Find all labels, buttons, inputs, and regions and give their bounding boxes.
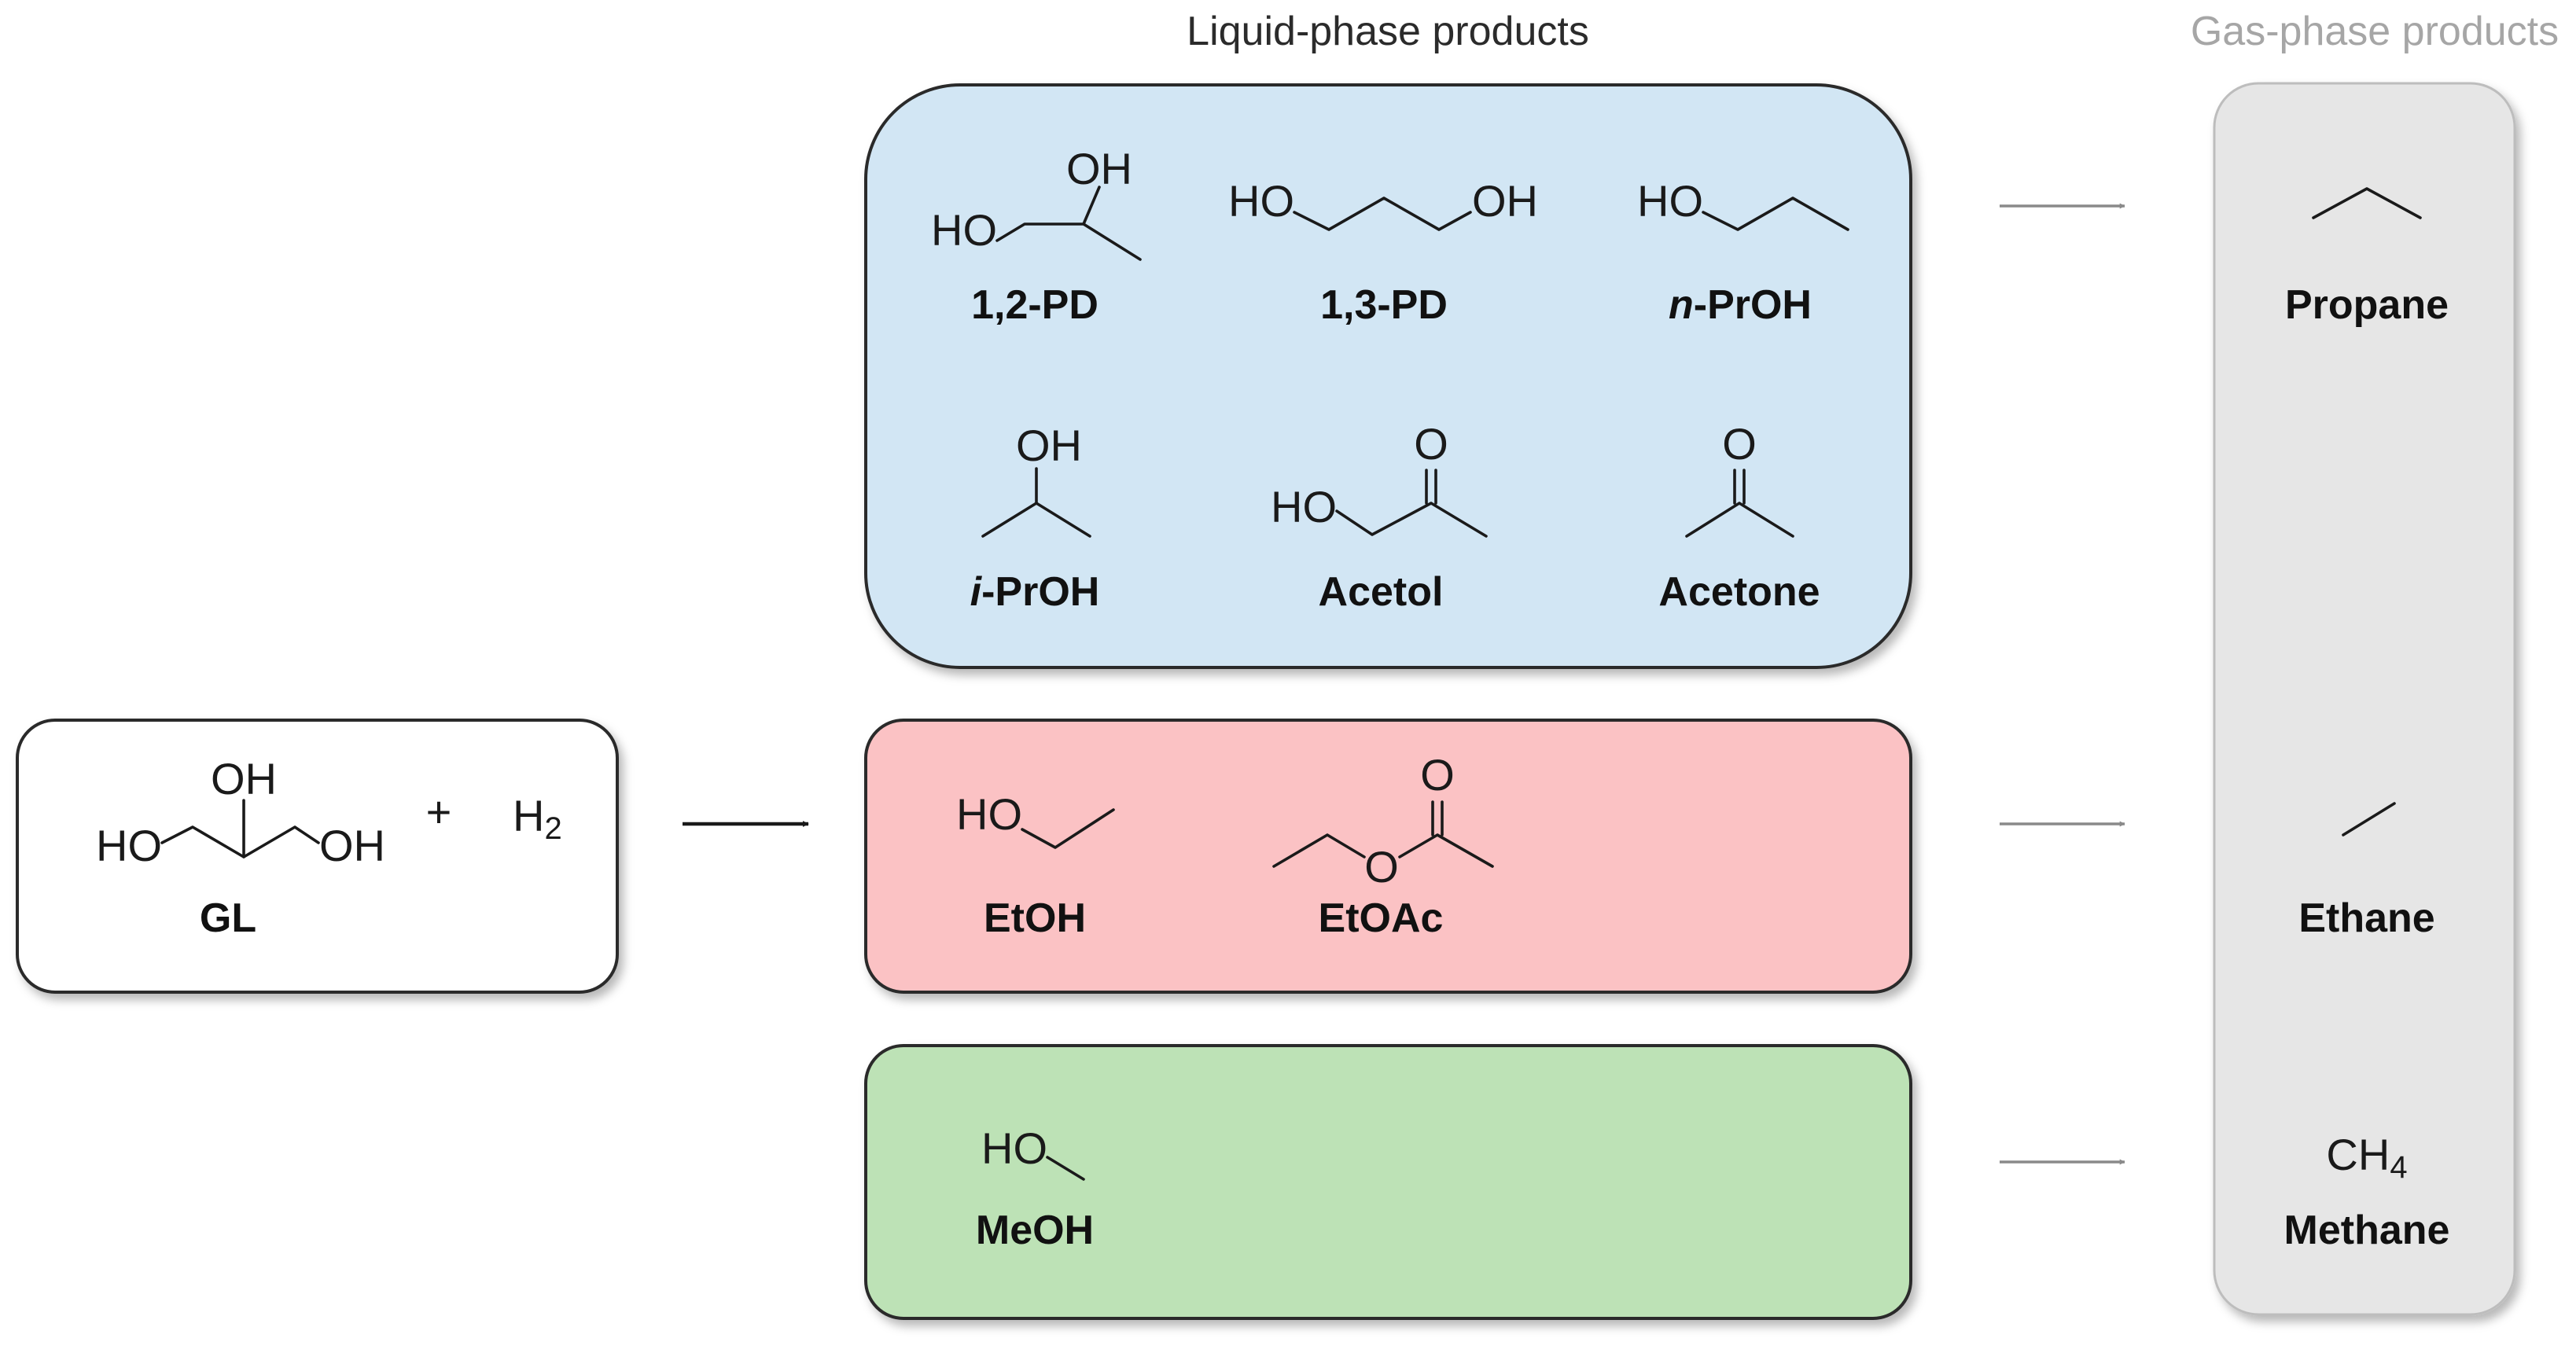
- meoh-label: MeOH: [976, 1208, 1094, 1253]
- etoac-structure: O O: [1272, 750, 1494, 892]
- meoh-ho: HO: [981, 1123, 1047, 1173]
- hydrogen-formula: H2: [513, 791, 562, 846]
- pd13-structure: HO OH: [1228, 176, 1538, 231]
- nproh-structure: HO: [1637, 176, 1849, 231]
- c2-products-panel: [864, 719, 1912, 994]
- glycerol-oh-right: OH: [319, 821, 385, 870]
- etoh-structure: HO: [956, 789, 1115, 849]
- glycerol-label: GL: [200, 895, 256, 941]
- iproh-oh: OH: [1016, 421, 1082, 470]
- etoh-ho: HO: [956, 789, 1022, 839]
- etoac-o-carbonyl: O: [1420, 750, 1455, 800]
- methane-formula: CH4: [2326, 1130, 2407, 1185]
- acetol-structure: O HO: [1271, 419, 1488, 538]
- etoac-label: EtOAc: [1319, 895, 1444, 941]
- gas-products-panel: [2213, 82, 2516, 1316]
- acetone-label: Acetone: [1658, 569, 1820, 615]
- acetone-o: O: [1722, 419, 1757, 469]
- iproh-label: i-PrOH: [970, 569, 1100, 615]
- etoh-label: EtOH: [984, 895, 1086, 941]
- c1-products-panel: [864, 1044, 1912, 1320]
- pd12-ho: HO: [931, 205, 997, 255]
- liquid-phase-header: Liquid-phase products: [1187, 9, 1589, 54]
- acetone-structure: O: [1685, 419, 1794, 538]
- pd13-oh: OH: [1472, 176, 1538, 226]
- gas-phase-header: Gas-phase products: [2191, 9, 2559, 54]
- acetol-ho: HO: [1271, 482, 1337, 531]
- ethane-label: Ethane: [2298, 895, 2434, 941]
- reactant-panel: [16, 719, 619, 994]
- meoh-structure: HO: [981, 1123, 1085, 1181]
- etoac-o-ester: O: [1364, 842, 1399, 892]
- c3-products-panel: [864, 83, 1912, 669]
- nproh-label: n-PrOH: [1669, 282, 1812, 328]
- ethane-structure: [2342, 802, 2396, 836]
- nproh-ho: HO: [1637, 176, 1703, 226]
- pd12-structure: OH HO: [931, 144, 1142, 261]
- glycerol-ho-left: HO: [96, 821, 162, 870]
- iproh-structure: OH: [981, 421, 1091, 538]
- glycerol-structure: OH HO OH: [96, 754, 385, 870]
- plus-sign: +: [426, 787, 452, 836]
- methane-label: Methane: [2284, 1208, 2450, 1253]
- acetol-label: Acetol: [1319, 569, 1444, 615]
- pd12-oh: OH: [1066, 144, 1132, 193]
- pd12-label: 1,2-PD: [971, 282, 1098, 328]
- pd13-label: 1,3-PD: [1320, 282, 1448, 328]
- acetol-o: O: [1414, 419, 1448, 469]
- propane-label: Propane: [2285, 282, 2449, 328]
- glycerol-oh-top: OH: [211, 754, 277, 803]
- propane-structure: [2312, 187, 2422, 219]
- pd13-ho: HO: [1228, 176, 1294, 226]
